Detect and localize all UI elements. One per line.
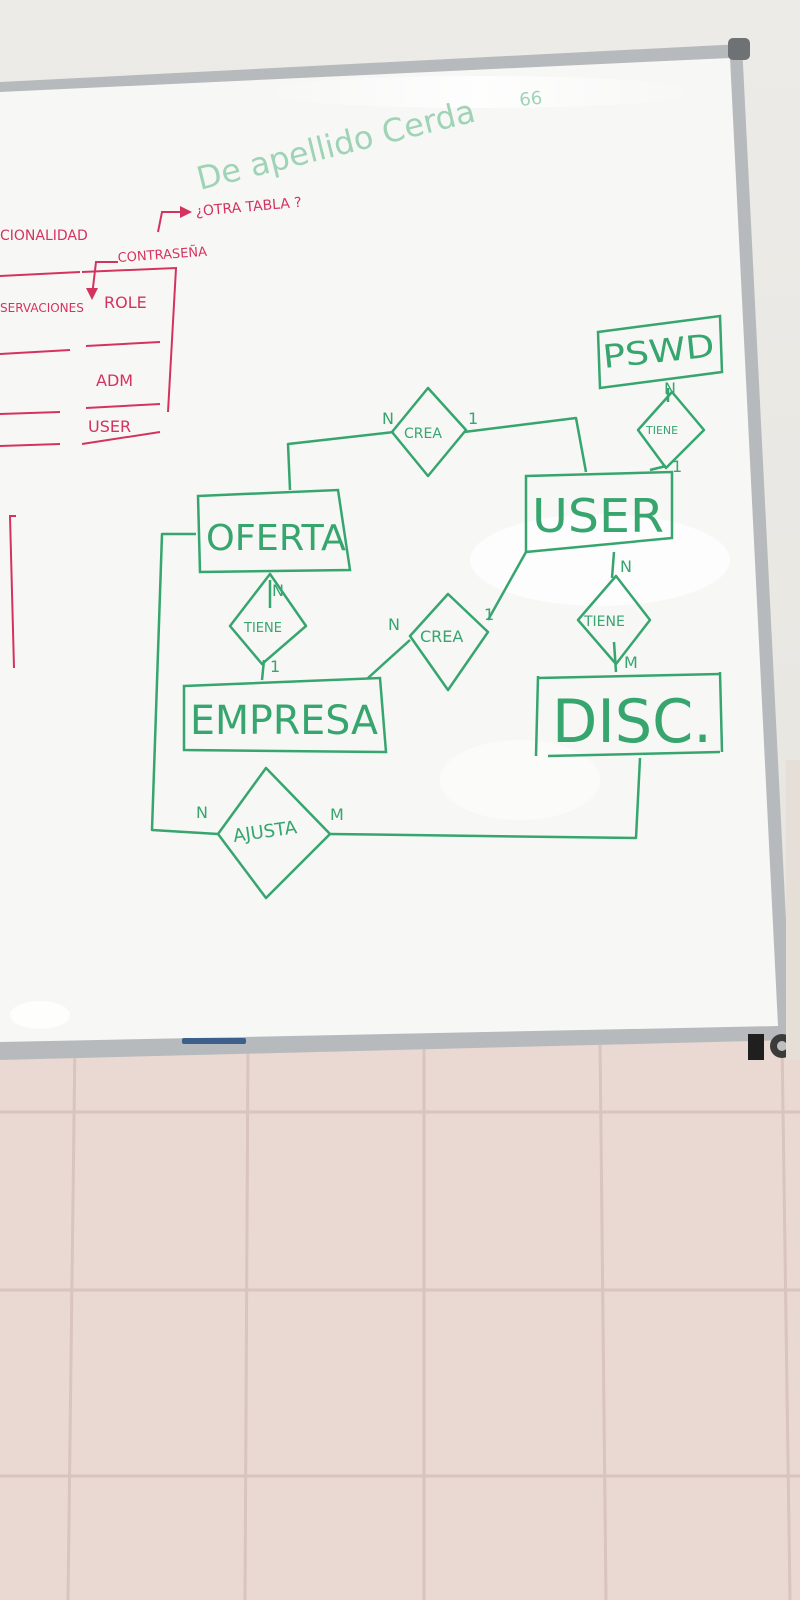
red-notes-lines (0, 211, 180, 669)
board-glare-corner (10, 1001, 70, 1029)
entity-user-box (524, 470, 674, 554)
entity-disc-sides (534, 671, 724, 758)
rel-tiene-disc-diamond (576, 574, 652, 666)
board-glare-lower (440, 740, 600, 820)
red-note-field: CIONALIDAD (0, 228, 88, 244)
rel-crea-top-diamond (390, 386, 468, 478)
card-disc-n: N (620, 557, 632, 576)
entity-user-label: USER (532, 489, 664, 543)
card-pswd-n: N (664, 379, 676, 398)
faded-corner-note: 66 (518, 88, 543, 111)
board-glare-middle (470, 514, 730, 606)
er-cardinalities: N 1 N 1 N 1 N 1 N M N M (196, 379, 682, 824)
rel-ajusta-diamond (216, 766, 332, 900)
red-note-role: ROLE (104, 293, 147, 312)
card-tiene-left-n: N (272, 581, 284, 600)
rel-tiene-disc-label: TIENE (583, 614, 625, 630)
card-crea-top-n: N (382, 409, 394, 428)
rel-tiene-pswd-diamond (636, 390, 706, 470)
entity-empresa-label: EMPRESA (190, 698, 379, 744)
card-crea-top-1: 1 (468, 409, 478, 428)
rel-tiene-left-diamond (228, 572, 308, 666)
entity-oferta-box (196, 488, 352, 574)
red-note-observations: SERVACIONES (0, 301, 84, 315)
er-relationship-shapes (216, 386, 706, 900)
tile-grid (0, 1040, 800, 1600)
red-note-role-user: USER (88, 417, 131, 436)
board-glare-top (260, 76, 700, 108)
rel-tiene-pswd-label: TIENE (645, 424, 678, 437)
wall-edge (786, 760, 800, 1060)
entity-empresa-box (182, 676, 388, 754)
tiled-wall (0, 1040, 800, 1600)
rel-tiene-left-label: TIENE (243, 621, 282, 636)
whiteboard: De apellido Cerda 66 CIONALIDAD ¿OTRA TA… (0, 38, 800, 1060)
card-crea-mid-1: 1 (484, 605, 494, 624)
card-crea-mid-n: N (388, 615, 400, 634)
marker-on-tray (182, 1038, 246, 1044)
er-entities-shapes (182, 314, 724, 758)
rel-crea-mid-label: CREA (420, 627, 463, 646)
frame-corner-bottom-left-cap (748, 1034, 764, 1060)
card-disc-m: M (624, 653, 638, 672)
card-pswd-1: 1 (672, 457, 682, 476)
card-ajusta-n: N (196, 803, 208, 822)
red-note-password: CONTRASEÑA (117, 244, 207, 266)
entity-pswd-box (596, 314, 724, 390)
entity-disc-label: DISC. (552, 687, 712, 757)
entity-disc-top (537, 672, 721, 680)
er-connectors (150, 388, 670, 840)
red-note-role-adm: ADM (96, 371, 133, 390)
frame-corner-top-right (728, 38, 750, 60)
red-arrow-head-top (180, 206, 192, 218)
rel-crea-top-label: CREA (404, 426, 442, 442)
red-arrow-head-left (86, 288, 98, 300)
board-surface (0, 58, 778, 1042)
card-ajusta-m: M (330, 805, 344, 824)
entity-oferta-label: OFERTA (206, 518, 346, 559)
rel-crea-mid-diamond (408, 592, 490, 692)
card-tiene-left-1: 1 (270, 657, 280, 676)
